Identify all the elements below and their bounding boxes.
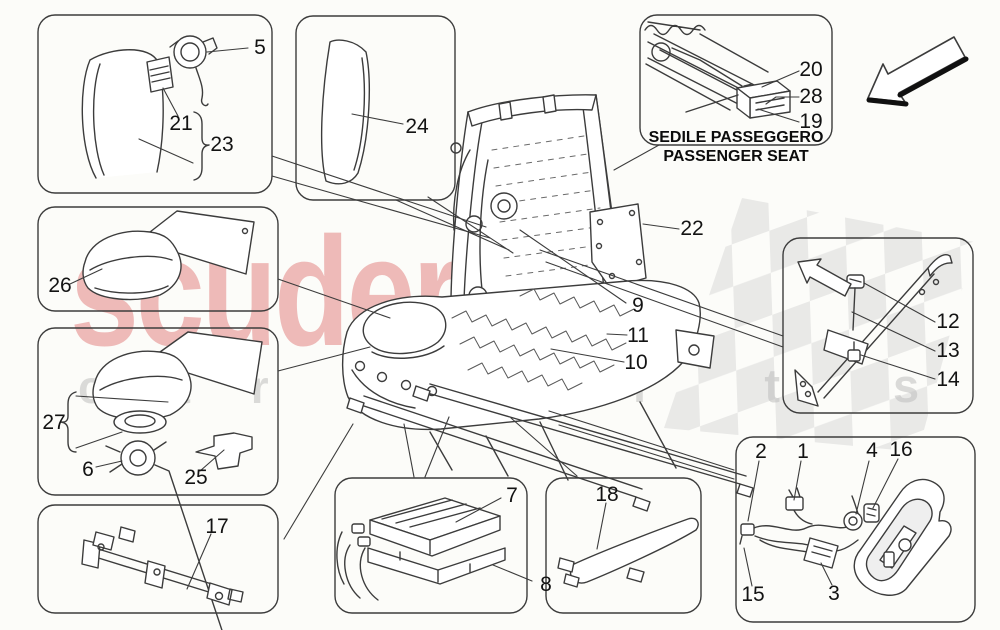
bracket-22-drawing	[589, 203, 647, 289]
callout-15[interactable]: 15	[741, 583, 765, 606]
callout-3[interactable]: 3	[828, 582, 840, 605]
callout-22[interactable]: 22	[680, 217, 704, 240]
panel-wire-frame	[545, 477, 702, 614]
callout-12[interactable]: 12	[936, 310, 960, 333]
brace-27	[60, 391, 77, 453]
callout-21[interactable]: 21	[169, 112, 193, 135]
callout-16[interactable]: 16	[889, 438, 913, 461]
callout-27[interactable]: 27	[42, 411, 66, 434]
panel-cushion-speaker	[37, 327, 279, 496]
callout-20[interactable]: 20	[799, 58, 823, 81]
callout-18[interactable]: 18	[595, 483, 619, 506]
harness-drawing	[739, 478, 952, 596]
panel-ecu	[334, 477, 528, 614]
leader-lines	[69, 47, 936, 590]
seat-rail-drawing	[794, 254, 953, 407]
panel-harness-switch	[735, 436, 976, 623]
support-bracket-drawing	[81, 526, 244, 606]
panel-seat-rail	[782, 237, 974, 414]
panel-caption: SEDILE PASSEGGERO PASSENGER SEAT	[638, 128, 834, 166]
callout-7[interactable]: 7	[506, 484, 518, 507]
callout-1[interactable]: 1	[797, 440, 809, 463]
caption-english: PASSENGER SEAT	[663, 148, 809, 165]
callout-6[interactable]: 6	[82, 458, 94, 481]
callout-9[interactable]: 9	[632, 294, 644, 317]
callout-4[interactable]: 4	[866, 439, 878, 462]
small-arrow-icon	[797, 258, 852, 297]
big-arrow-icon	[866, 36, 969, 107]
callout-2[interactable]: 2	[755, 440, 767, 463]
callout-23[interactable]: 23	[210, 133, 234, 156]
callout-24[interactable]: 24	[405, 115, 429, 138]
brace-23	[193, 111, 210, 181]
panel-cushion-pad	[37, 206, 279, 312]
callout-17[interactable]: 17	[205, 515, 229, 538]
wire-frame-drawing	[557, 517, 699, 588]
callout-8[interactable]: 8	[540, 573, 552, 596]
cushion-pad-drawing	[82, 210, 255, 301]
backrest-trim-drawing	[320, 39, 370, 185]
headrest-drawing	[81, 35, 218, 179]
panel-backrest-trim	[295, 15, 456, 201]
callout-5[interactable]: 5	[254, 36, 266, 59]
callout-25[interactable]: 25	[184, 466, 208, 489]
passenger-seat-sketch	[644, 21, 791, 119]
callout-28[interactable]: 28	[799, 85, 823, 108]
callout-11[interactable]: 11	[627, 324, 649, 347]
panel-passenger-seat	[639, 14, 833, 146]
flag-region	[664, 198, 975, 452]
cushion-frame-drawing	[341, 279, 754, 512]
callout-26[interactable]: 26	[48, 274, 72, 297]
callout-10[interactable]: 10	[624, 351, 648, 374]
panel-support-bracket	[37, 504, 279, 614]
callout-19[interactable]: 19	[799, 110, 823, 133]
callout-13[interactable]: 13	[936, 339, 960, 362]
caption-italian: SEDILE PASSEGGERO	[648, 129, 824, 146]
panel-headrest	[37, 14, 273, 194]
callout-14[interactable]: 14	[936, 368, 960, 391]
ecu-drawing	[336, 497, 506, 601]
